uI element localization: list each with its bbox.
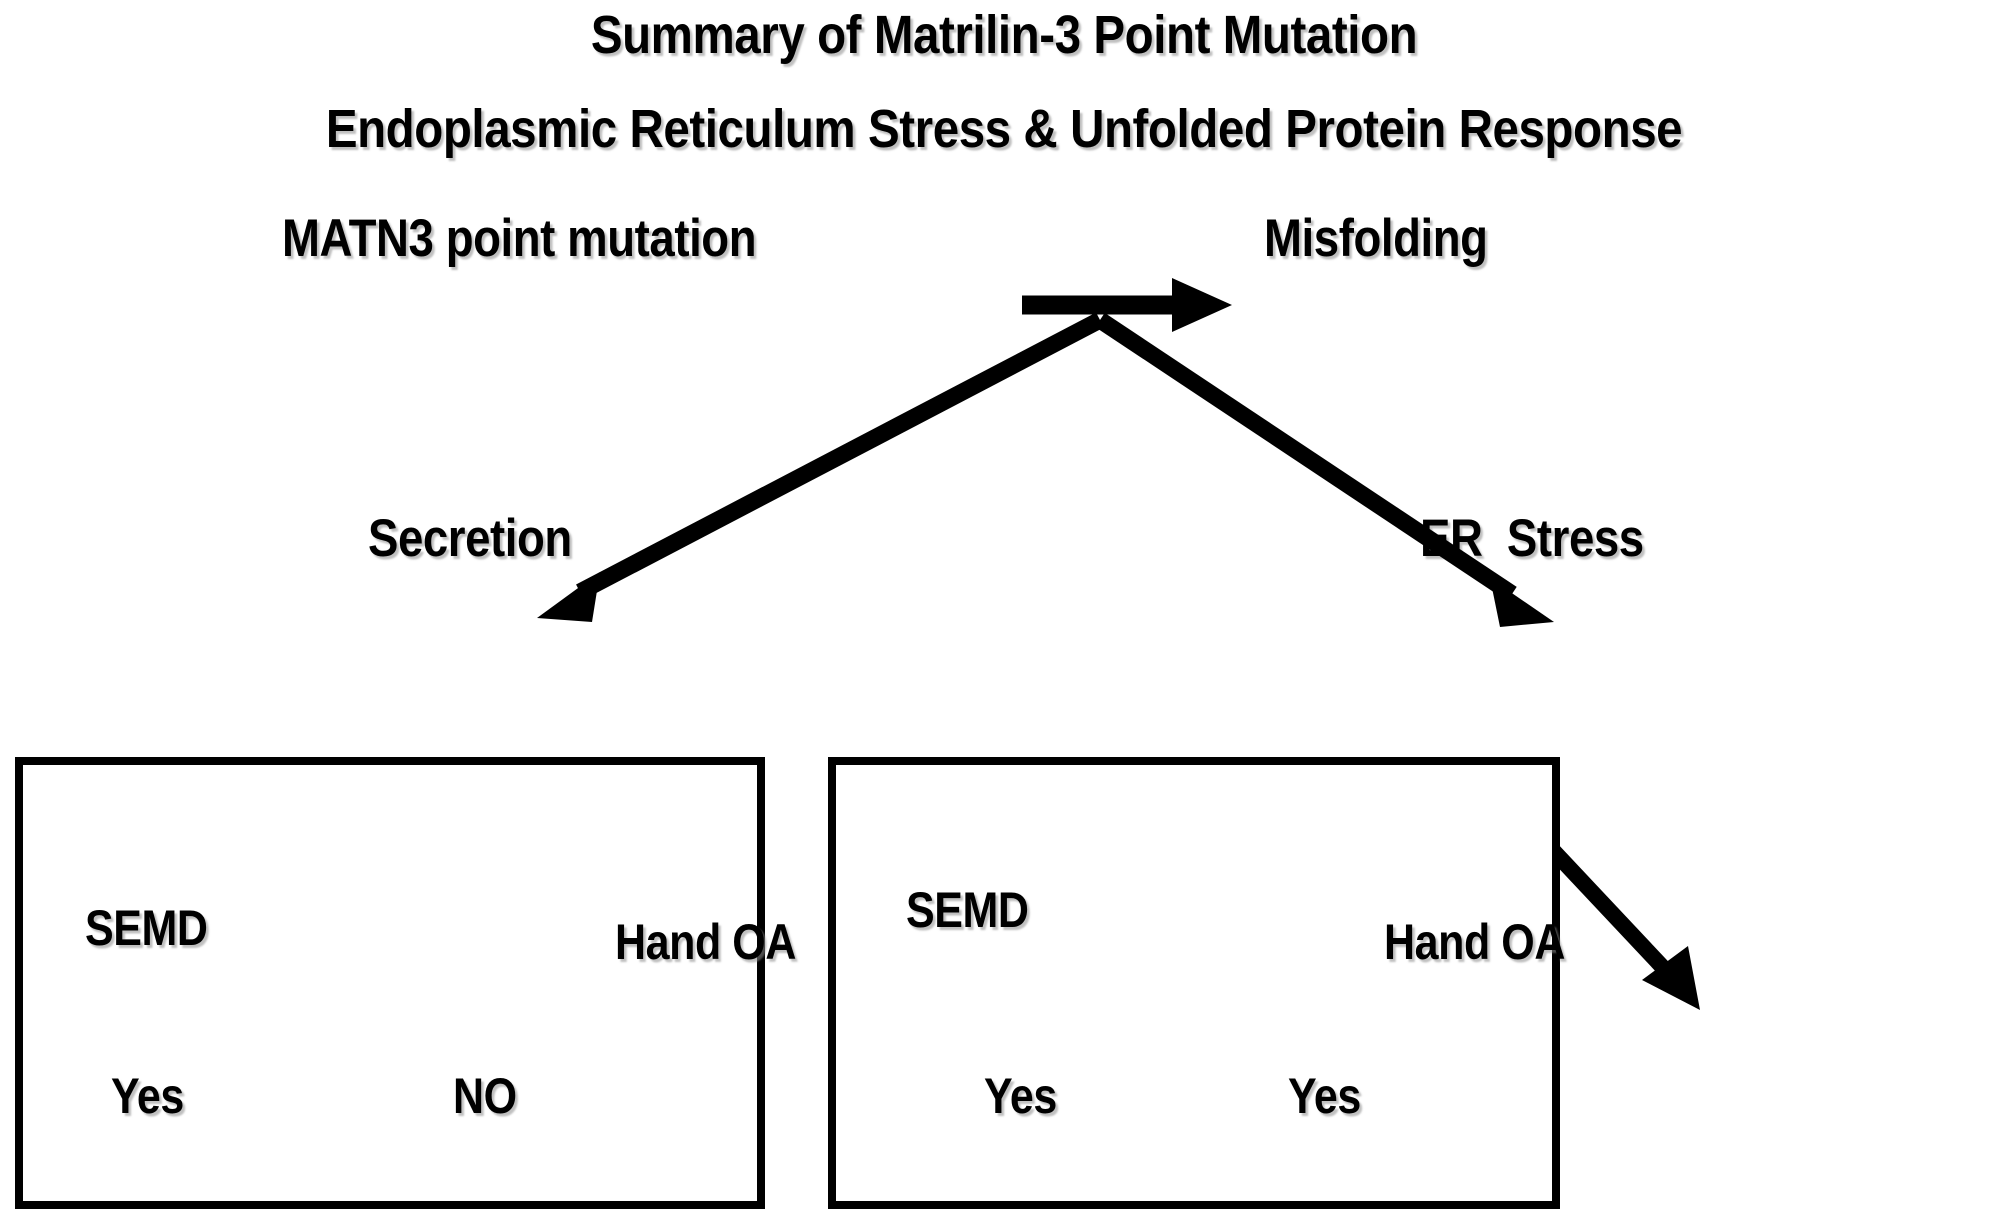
node-er-stress: ER Stress — [1420, 509, 1644, 568]
arrow-down-right-icon — [1539, 836, 1700, 1010]
er-stress-panel-condition-hand-oa: Hand OA — [1384, 914, 1565, 970]
er-stress-panel-condition-semd: SEMD — [906, 882, 1029, 938]
er-stress-panel-answer-semd: Yes — [984, 1068, 1057, 1124]
er-stress-panel-box: SEMD Hand OA Yes Yes — [828, 757, 1565, 1209]
node-secretion: Secretion — [368, 509, 572, 568]
secretion-panel-box: SEMD Hand OA Yes NO — [15, 757, 796, 1209]
figure-title-line-1: Summary of Matrilin-3 Point Mutation — [590, 5, 1418, 65]
figure-title-line-2: Endoplasmic Reticulum Stress & Unfolded … — [325, 99, 1683, 159]
arrow-right-icon — [1022, 278, 1232, 332]
arrow-down-right-icon — [1095, 312, 1554, 627]
secretion-panel-answer-semd: Yes — [111, 1068, 184, 1124]
node-misfolding: Misfolding — [1264, 209, 1488, 268]
secretion-panel-condition-hand-oa: Hand OA — [615, 914, 796, 970]
er-stress-panel-answer-hand-oa: Yes — [1288, 1068, 1361, 1124]
secretion-panel-condition-semd: SEMD — [85, 900, 208, 956]
secretion-panel-answer-hand-oa: NO — [453, 1068, 517, 1124]
node-matn3-point-mutation: MATN3 point mutation — [282, 209, 757, 268]
arrow-down-left-icon — [537, 312, 1104, 622]
